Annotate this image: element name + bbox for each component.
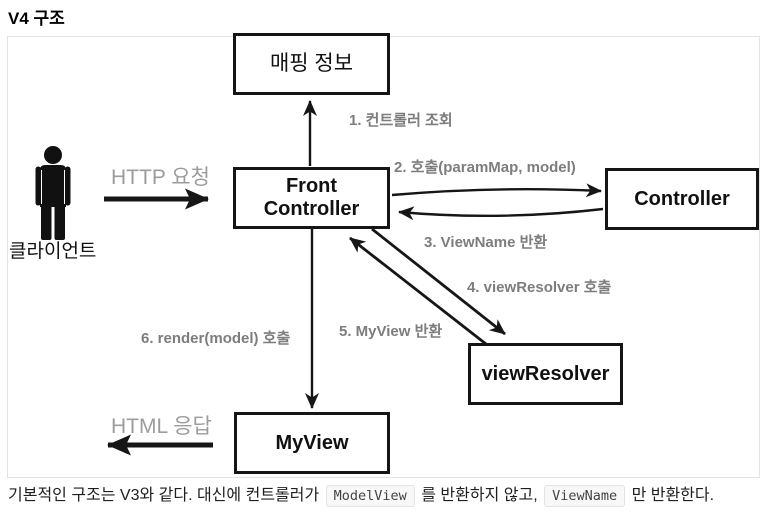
label-step3-viewname-return: 3. ViewName 반환 — [424, 234, 548, 251]
arrow-step3-viewname-return — [398, 206, 604, 221]
client-icon — [35, 146, 71, 240]
diagram-frame — [7, 36, 760, 478]
label-http-request: HTTP 요청 — [111, 166, 210, 189]
label-step4-viewresolver-call: 4. viewResolver 호출 — [467, 279, 612, 296]
page-title: V4 구조 — [8, 9, 65, 28]
arrow-step5-myview-return — [349, 236, 487, 346]
label-html-response: HTML 응답 — [111, 415, 212, 438]
footer-note: 기본적인 구조는 V3와 같다. 대신에 컨트롤러가 ModelView 를 반… — [8, 481, 763, 507]
label-client: 클라이언트 — [9, 241, 97, 262]
label-step5-myview-return: 5. MyView 반환 — [339, 323, 443, 340]
label-step2-call-parammap-model: 2. 호출(paramMap, model) — [394, 159, 576, 176]
footer-text-1: 기본적인 구조는 V3와 같다. 대신에 컨트롤러가 — [8, 487, 324, 504]
footer-text-3: 만 반환한다. — [627, 487, 715, 504]
arrow-step2-call — [391, 183, 602, 198]
node-controller: Controller — [605, 168, 759, 230]
node-my-view: MyView — [234, 412, 390, 474]
label-step6-render-call: 6. render(model) 호출 — [141, 330, 291, 347]
label-step1-controller-lookup: 1. 컨트롤러 조회 — [349, 112, 453, 129]
footer-text-2: 를 반환하지 않고, — [416, 487, 543, 504]
node-mapping-info: 매핑 정보 — [233, 33, 390, 95]
inline-code-modelview: ModelView — [325, 485, 415, 507]
node-front-controller: Front Controller — [233, 167, 390, 229]
node-view-resolver: viewResolver — [468, 343, 623, 405]
inline-code-viewname: ViewName — [544, 485, 626, 507]
arrow-step4-viewresolver-call — [371, 227, 506, 336]
